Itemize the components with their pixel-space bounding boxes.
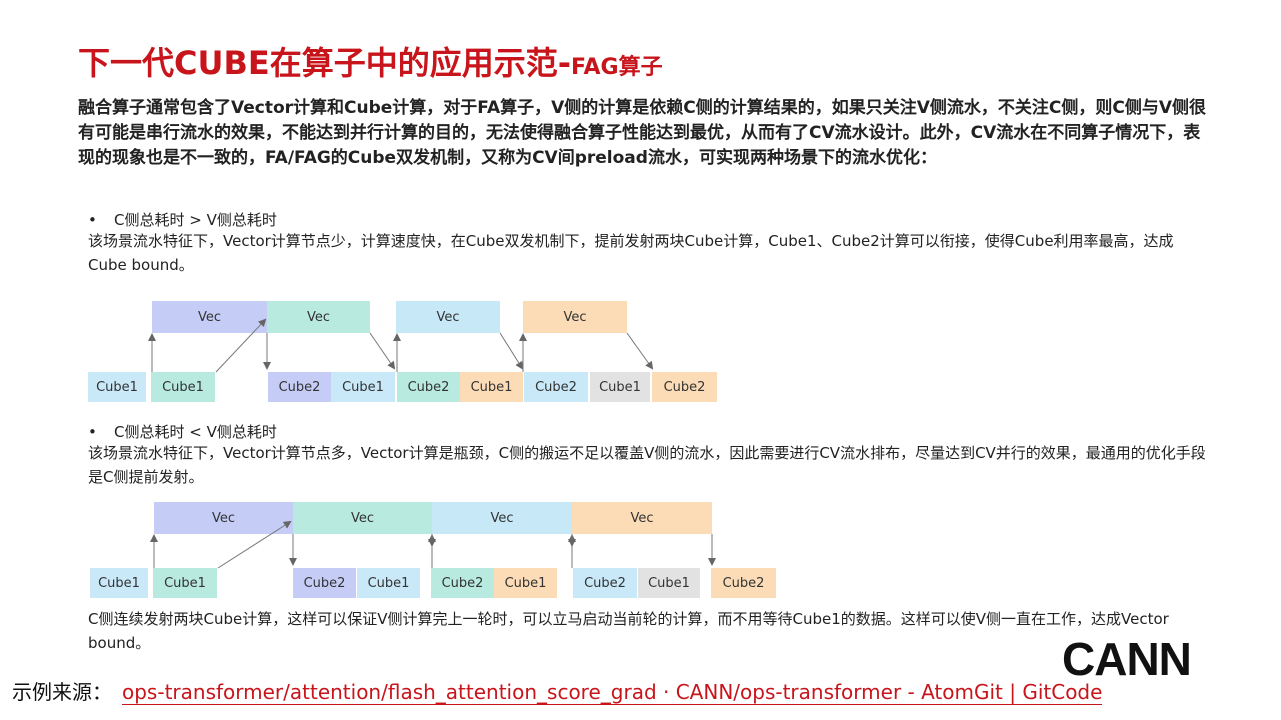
cube-block: Cube1 [494,568,557,598]
cann-logo: CANN [1062,633,1192,685]
cube-block: Cube1 [460,372,523,402]
cube-block: Cube1 [153,568,217,598]
vec-block: Vec [152,301,267,333]
cube-block: Cube2 [293,568,356,598]
page-title: 下一代CUBE在算子中的应用示范-FAG算子 [78,38,663,84]
vec-block: Vec [523,301,627,333]
cube-block: Cube1 [590,372,650,402]
cube-block: Cube1 [90,568,148,598]
section1-text: 该场景流水特征下，Vector计算节点少，计算速度快，在Cube双发机制下，提前… [88,232,1174,274]
bullet-dot: • [88,211,97,229]
cube-block: Cube2 [524,372,588,402]
intro-paragraph: 融合算子通常包含了Vector计算和Cube计算，对于FA算子，V侧的计算是依赖… [78,98,1207,168]
vec-block: Vec [432,502,572,534]
section1-heading: • C侧总耗时 > V侧总耗时 [88,209,277,230]
cube-block: Cube2 [711,568,776,598]
cube-block: Cube1 [331,372,395,402]
vec-block: Vec [154,502,293,534]
section2-heading-text: C侧总耗时 < V侧总耗时 [114,423,277,441]
source-line: 示例来源： ops-transformer/attention/flash_att… [12,676,1103,705]
title-sub: FAG算子 [571,55,663,80]
cube-block: Cube2 [397,372,460,402]
cube-block: Cube1 [88,372,146,402]
vec-block: Vec [293,502,432,534]
cube-block: Cube2 [652,372,717,402]
cube-block: Cube1 [357,568,420,598]
vec-block: Vec [572,502,712,534]
vec-block: Vec [267,301,370,333]
source-label: 示例来源： [12,680,112,704]
source-link[interactable]: ops-transformer/attention/flash_attentio… [122,680,1103,705]
title-main: 下一代CUBE在算子中的应用示范- [78,44,572,82]
cube-block: Cube2 [573,568,637,598]
cube-block: Cube1 [151,372,215,402]
cube-block: Cube1 [638,568,700,598]
section2-text: 该场景流水特征下，Vector计算节点多，Vector计算是瓶颈，C侧的搬运不足… [88,444,1206,486]
vec-block: Vec [396,301,500,333]
section2-heading: • C侧总耗时 < V侧总耗时 [88,421,277,442]
cube-block: Cube2 [268,372,331,402]
section1-heading-text: C侧总耗时 > V侧总耗时 [114,211,277,229]
bullet-dot: • [88,423,97,441]
conclusion-text: C侧连续发射两块Cube计算，这样可以保证V侧计算完上一轮时，可以立马启动当前轮… [88,610,1169,652]
cube-block: Cube2 [431,568,494,598]
